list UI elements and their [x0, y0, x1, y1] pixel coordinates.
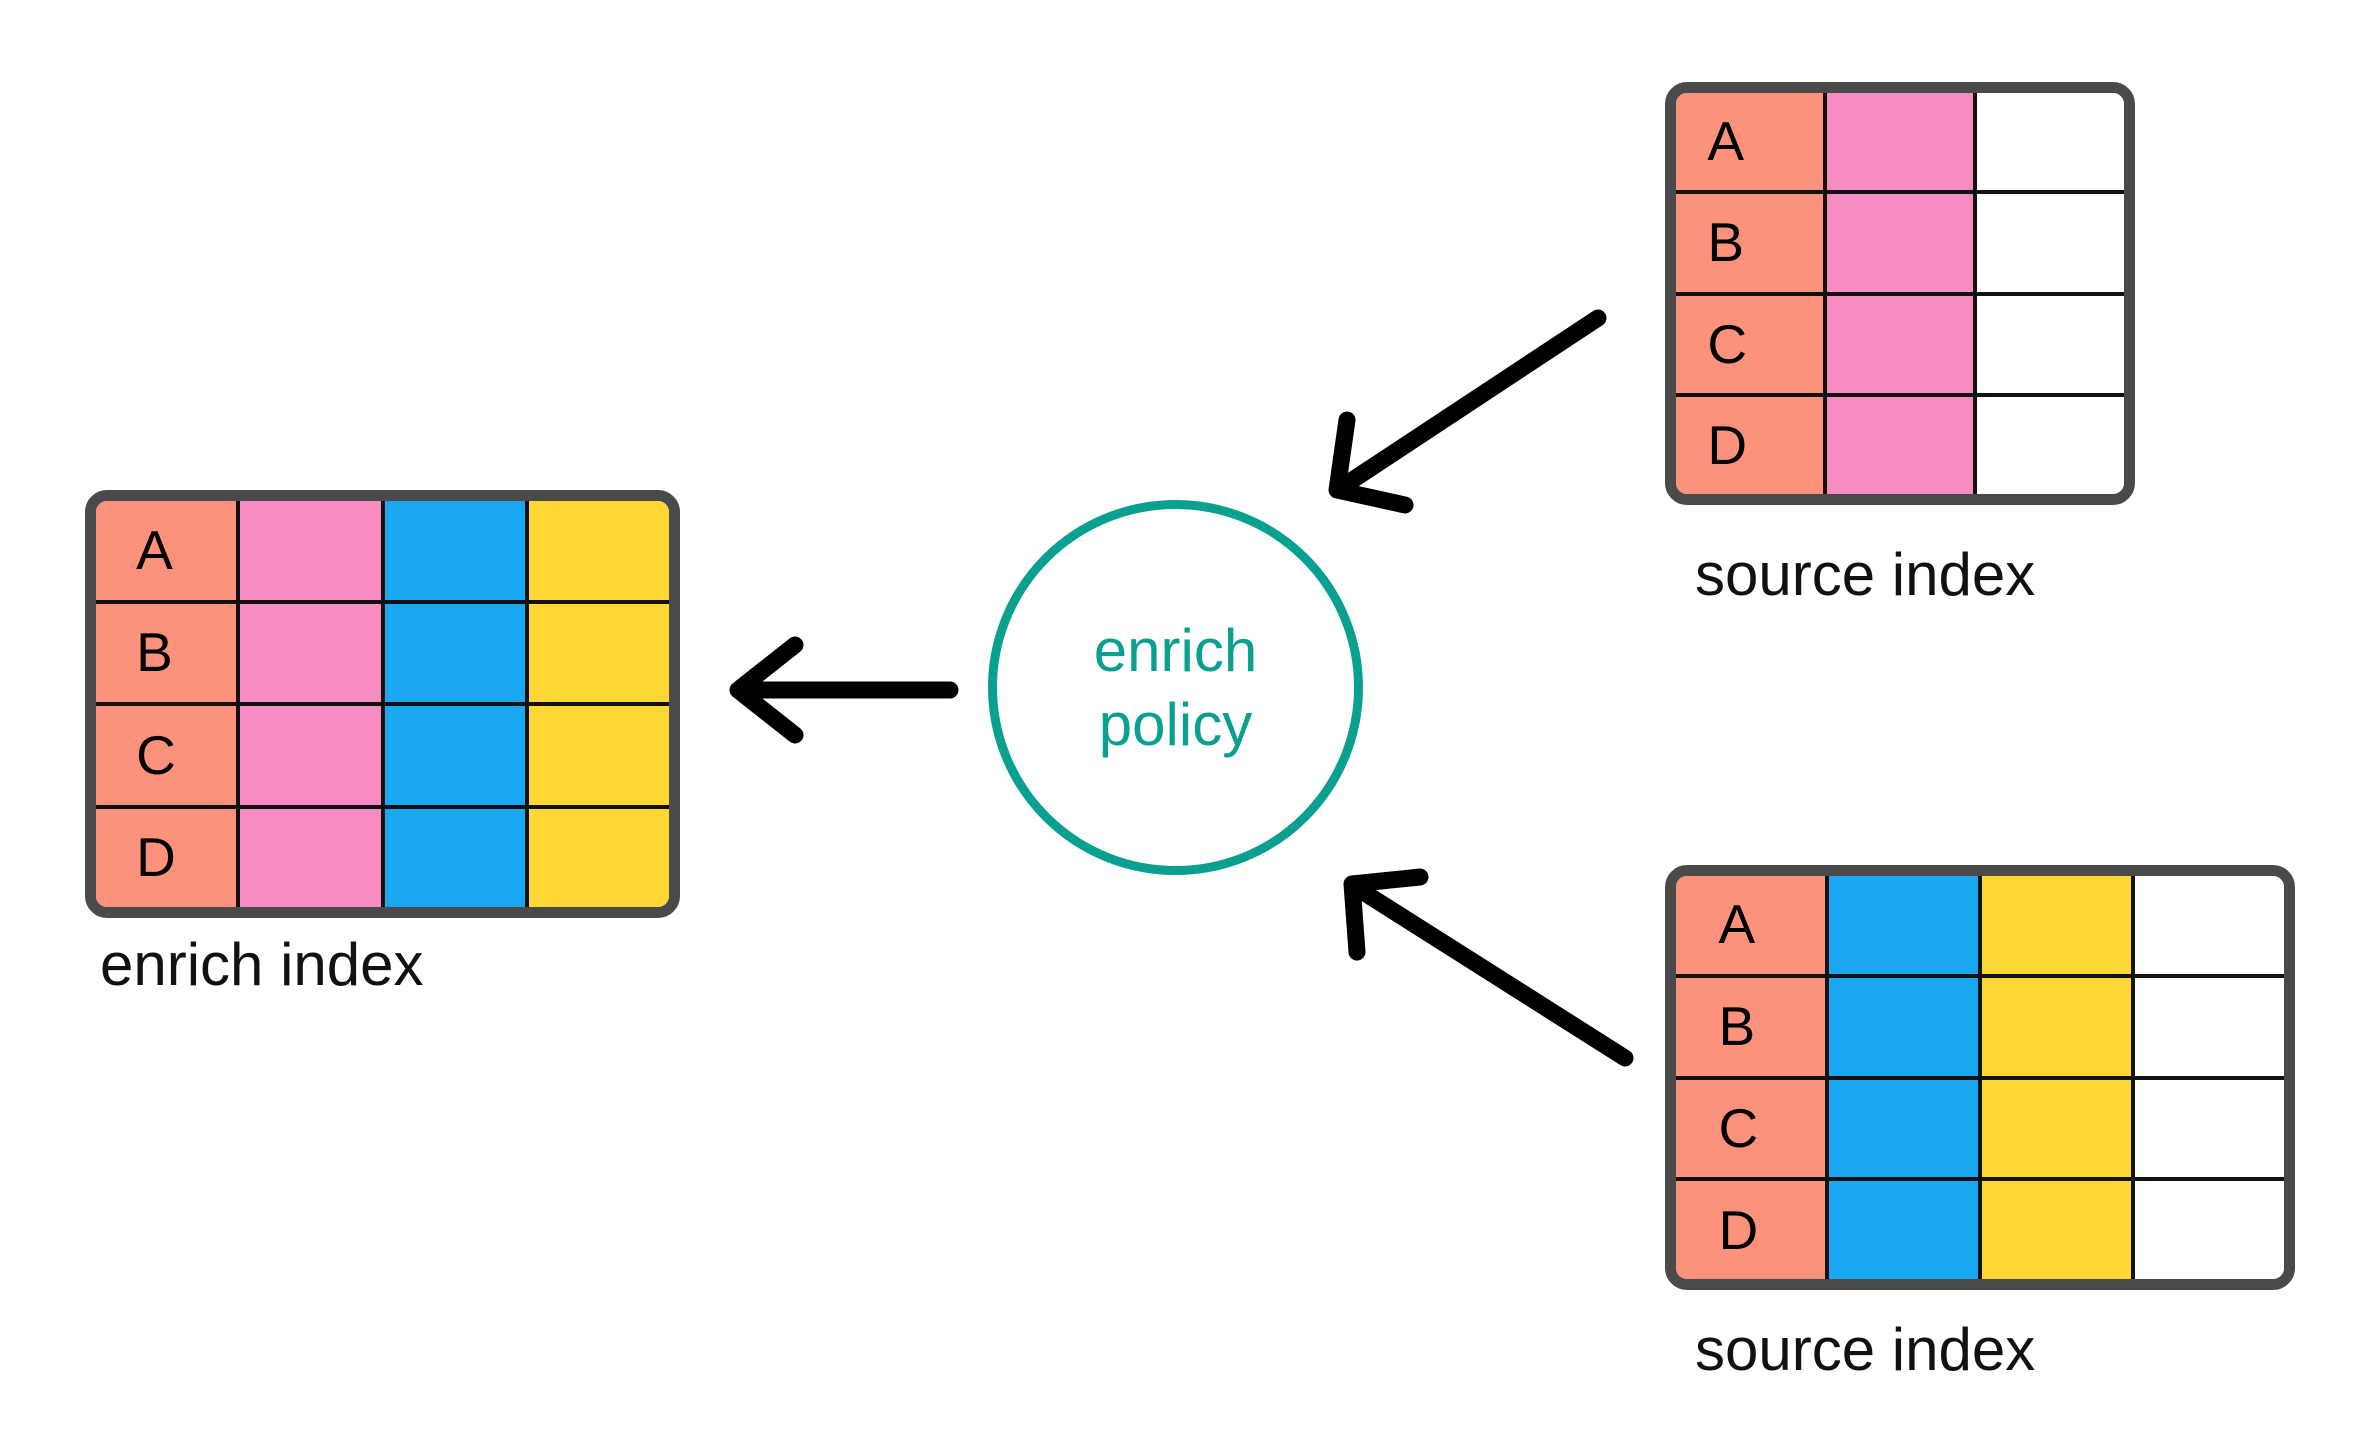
table-row: B [1676, 977, 2284, 1080]
enrich-field-blue-cell [384, 603, 529, 702]
source-key-cell: B [1676, 194, 1827, 292]
source-key-cell: A [1676, 876, 1829, 974]
enrich-field-yellow-cell [528, 808, 669, 907]
row-key-label: D [1707, 413, 1748, 476]
source-field-empty-cell [2135, 1079, 2284, 1178]
table-row: B [1676, 194, 2124, 296]
source-field-blue-cell [1829, 1181, 1982, 1279]
enrich-key-cell: D [96, 808, 241, 907]
source-field-empty-cell [1977, 194, 2124, 292]
table-row: D [96, 808, 669, 907]
source-field-empty-cell [2135, 977, 2284, 1076]
row-key-label: A [1718, 893, 1756, 956]
source-field-empty-cell [1977, 396, 2124, 494]
source-field-blue-cell [1829, 876, 1982, 974]
table-row: A [1676, 93, 2124, 195]
enrich-key-cell: C [96, 706, 241, 805]
source-field-empty-cell [1977, 93, 2124, 191]
enrich-field-blue-cell [384, 501, 529, 600]
source-field-blue-cell [1829, 977, 1982, 1076]
row-key-label: B [1718, 995, 1756, 1058]
table-row: C [1676, 1079, 2284, 1182]
enrich-field-blue-cell [384, 706, 529, 805]
enrich-policy-node: enrich policy [988, 500, 1363, 875]
source-index-bottom-table: A B C D [1665, 865, 2295, 1290]
arrow-policy-to-enrich-index-icon [729, 636, 959, 744]
source-field-pink-cell [1826, 396, 1978, 494]
row-key-label: D [136, 826, 176, 889]
enrich-field-yellow-cell [528, 501, 669, 600]
row-key-label: D [1718, 1198, 1759, 1261]
row-key-label: B [136, 621, 173, 684]
source-key-cell: D [1676, 396, 1827, 494]
enrich-field-pink-cell [240, 501, 385, 600]
enrich-policy-label-line2: policy [1098, 690, 1253, 758]
enrich-key-cell: B [96, 603, 241, 702]
source-key-cell: C [1676, 295, 1827, 393]
source-index-top-caption: source index [1695, 541, 2036, 608]
source-field-blue-cell [1829, 1079, 1982, 1178]
arrow-bottom-source-to-policy-icon [1343, 868, 1634, 1067]
source-field-pink-cell [1826, 194, 1978, 292]
table-row: C [96, 706, 669, 809]
source-index-top-table: A B C D [1665, 82, 2135, 505]
source-key-cell: B [1676, 977, 1829, 1076]
source-field-empty-cell [2135, 1181, 2284, 1279]
source-field-yellow-cell [1982, 977, 2135, 1076]
enrich-field-pink-cell [240, 706, 385, 805]
enrich-field-pink-cell [240, 808, 385, 907]
table-row: C [1676, 295, 2124, 397]
enrich-field-pink-cell [240, 603, 385, 702]
table-row: A [96, 501, 669, 604]
enrich-key-cell: A [96, 501, 241, 600]
source-field-pink-cell [1826, 295, 1978, 393]
source-field-empty-cell [2135, 876, 2284, 974]
table-row: A [1676, 876, 2284, 978]
enrich-field-yellow-cell [528, 706, 669, 805]
arrow-top-source-to-policy-icon [1328, 309, 1607, 514]
enrich-field-yellow-cell [528, 603, 669, 702]
enrich-field-blue-cell [384, 808, 529, 907]
source-field-yellow-cell [1982, 1181, 2135, 1279]
source-key-cell: C [1676, 1079, 1829, 1178]
enrich-index-table: A B C D [85, 490, 680, 918]
source-field-pink-cell [1826, 93, 1978, 191]
enrich-policy-label-line1: enrich [1093, 617, 1258, 685]
enrich-index-caption: enrich index [100, 931, 424, 998]
row-key-label: C [1707, 312, 1748, 375]
table-row: D [1676, 396, 2124, 494]
row-key-label: B [1707, 211, 1745, 274]
source-index-bottom-caption: source index [1695, 1316, 2036, 1383]
row-key-label: C [136, 723, 176, 786]
table-row: D [1676, 1181, 2284, 1279]
source-key-cell: A [1676, 93, 1827, 191]
source-key-cell: D [1676, 1181, 1829, 1279]
row-key-label: C [1718, 1096, 1759, 1159]
row-key-label: A [1707, 110, 1745, 173]
source-field-empty-cell [1977, 295, 2124, 393]
source-field-yellow-cell [1982, 1079, 2135, 1178]
source-field-yellow-cell [1982, 876, 2135, 974]
table-row: B [96, 603, 669, 706]
row-key-label: A [136, 518, 173, 581]
